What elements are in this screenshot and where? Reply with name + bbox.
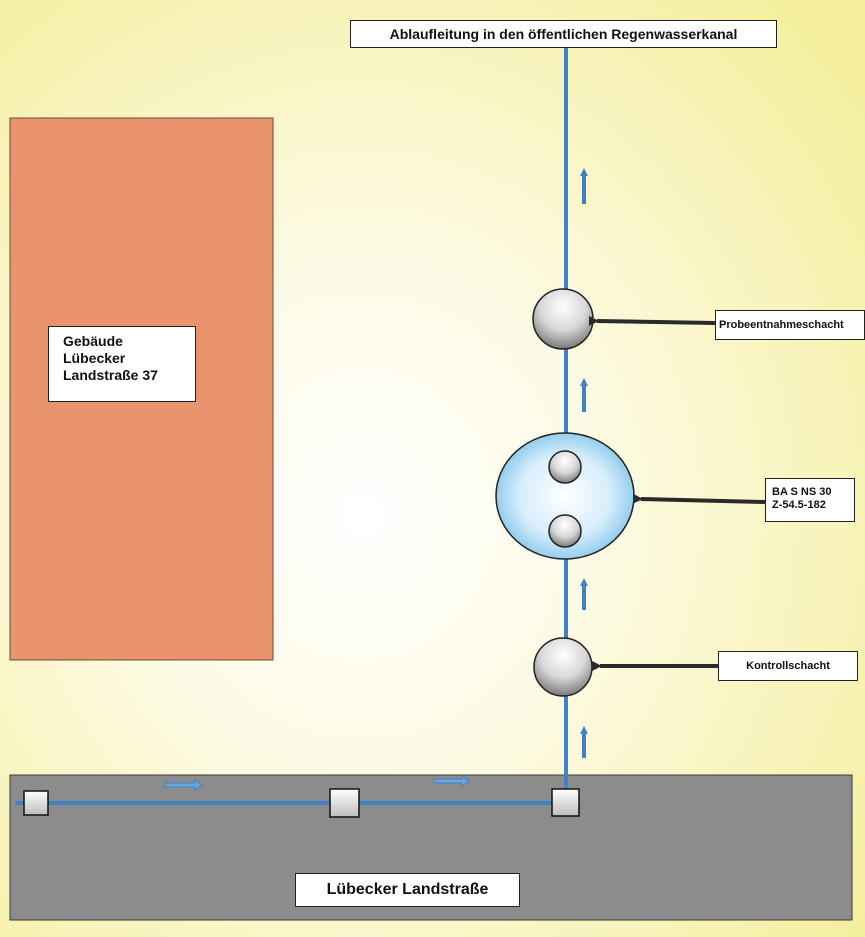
pointer-arrow (632, 493, 766, 504)
separator-label-line: Z-54.5-182 (772, 499, 826, 511)
flow-right-icon (164, 779, 203, 791)
building-label-line: Landstraße 37 (63, 367, 158, 383)
separator-chamber (548, 450, 582, 484)
manhole (551, 788, 580, 817)
manhole (329, 788, 360, 818)
sampling-shaft-label: Probeentnahmeschacht (715, 310, 865, 340)
separator-chamber (548, 514, 582, 548)
flow-up-icon (580, 378, 588, 412)
building-label: Gebäude Lübecker Landstraße 37 (48, 326, 196, 402)
flow-right-icon (433, 775, 470, 787)
control-shaft (533, 637, 593, 697)
sampling-shaft (532, 288, 594, 350)
pointer-arrow (588, 315, 716, 326)
building-label-line: Gebäude (63, 333, 123, 349)
separator (495, 432, 635, 560)
flow-up-icon (580, 168, 588, 204)
outfall-label: Ablaufleitung in den öffentlichen Regenw… (350, 20, 777, 48)
control-shaft-label: Kontrollschacht (718, 651, 858, 681)
flow-arrows-up (580, 168, 588, 758)
separator-label-line: BA S NS 30 (772, 486, 832, 498)
flow-arrows-right (164, 775, 470, 791)
manhole (23, 790, 49, 816)
street-label: Lübecker Landstraße (295, 873, 520, 907)
flow-up-icon (580, 578, 588, 610)
flow-up-icon (580, 726, 588, 758)
building-label-line: Lübecker (63, 350, 126, 366)
separator-label: BA S NS 30 Z-54.5-182 (765, 478, 855, 522)
